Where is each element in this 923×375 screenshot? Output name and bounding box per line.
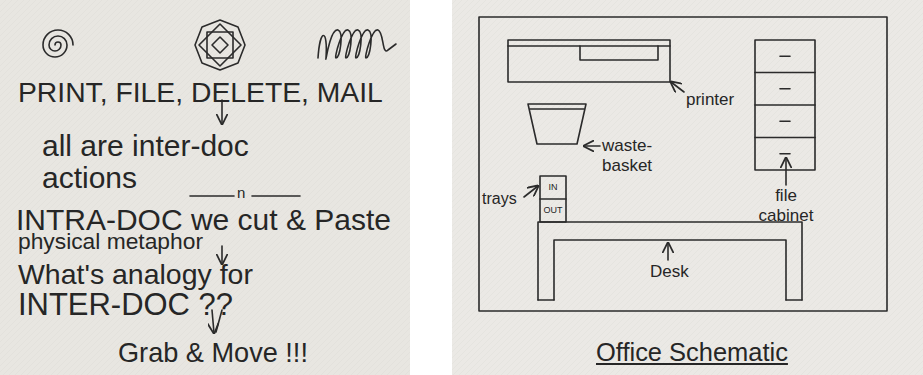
spiral-symbol [43, 30, 73, 57]
desk-outline [538, 222, 802, 300]
file-cabinet-outline [755, 40, 815, 170]
part-label: file cabinet [755, 186, 817, 225]
file-cabinet-shape [755, 40, 815, 170]
leader-arrow [785, 158, 787, 185]
rosette-symbol [207, 32, 233, 58]
printer-box: printer [508, 40, 670, 82]
printer-top [508, 45, 670, 47]
in-out-trays-outline [540, 176, 566, 222]
rosette-symbol [195, 20, 245, 70]
schematic-caption: Office Schematic [596, 338, 788, 367]
leader-arrow [584, 145, 600, 147]
note-text: INTER-DOC ?? [18, 287, 233, 323]
tray-stack [540, 176, 566, 222]
cabinet-drawer [755, 104, 815, 106]
leader-arrow [667, 243, 669, 260]
rosette-symbol [199, 24, 241, 66]
leader-arrow [671, 82, 684, 92]
note-text: n [237, 184, 245, 201]
scribble-symbol [318, 30, 396, 59]
printer-slot [580, 46, 658, 60]
waste-basket-shape [528, 104, 586, 144]
divider-rule [252, 195, 300, 197]
office-outline-outline [479, 17, 887, 311]
cabinet-body [755, 40, 815, 170]
part-label: trays [482, 190, 517, 208]
napkin-background [452, 0, 923, 375]
part-label: Desk [650, 262, 689, 282]
drawer-handle [780, 120, 790, 122]
cabinet-drawer [755, 72, 815, 74]
note-text: What's analogy for [18, 258, 253, 291]
printer-body [508, 40, 670, 82]
printer-box-shape [508, 40, 670, 82]
tray-label: OUT [540, 205, 566, 215]
office-outline: Office Schematicprinterfile cabinetwaste… [478, 16, 888, 312]
drawer-handle [780, 88, 790, 90]
room-wall [479, 17, 887, 311]
napkin-background [0, 0, 410, 375]
basket-body [528, 104, 586, 144]
tray-label: IN [540, 182, 566, 192]
in-out-trays: traysINOUT [540, 176, 566, 222]
desk-outline [538, 222, 802, 300]
waste-basket: waste- basket [528, 104, 586, 144]
drawer-handle [780, 153, 790, 155]
divider-rule [190, 195, 234, 197]
waste-basket-outline [528, 104, 586, 144]
note-text: PRINT, FILE, DELETE, MAIL [18, 76, 383, 109]
basket-rim [530, 108, 584, 110]
desk-shape [538, 222, 802, 300]
part-label: waste- basket [602, 136, 664, 175]
part-label: printer [686, 90, 734, 110]
printer-box-outline [508, 40, 670, 82]
drawer-handle [780, 55, 790, 57]
desk: Desk [538, 222, 802, 300]
file-cabinet: file cabinet [755, 40, 815, 170]
rosette-symbol [212, 37, 228, 53]
desk-feet [538, 299, 802, 301]
leader-arrow [524, 186, 538, 197]
note-text: all are inter-doc actions [42, 130, 342, 194]
desk-inner [554, 240, 786, 300]
napkin-texture [452, 0, 923, 375]
cabinet-drawer [755, 137, 815, 139]
note-text: physical metaphor [18, 228, 203, 254]
note-text: Grab & Move !!! [118, 337, 308, 368]
tray-divider [540, 198, 566, 200]
napkin-texture [0, 0, 410, 375]
